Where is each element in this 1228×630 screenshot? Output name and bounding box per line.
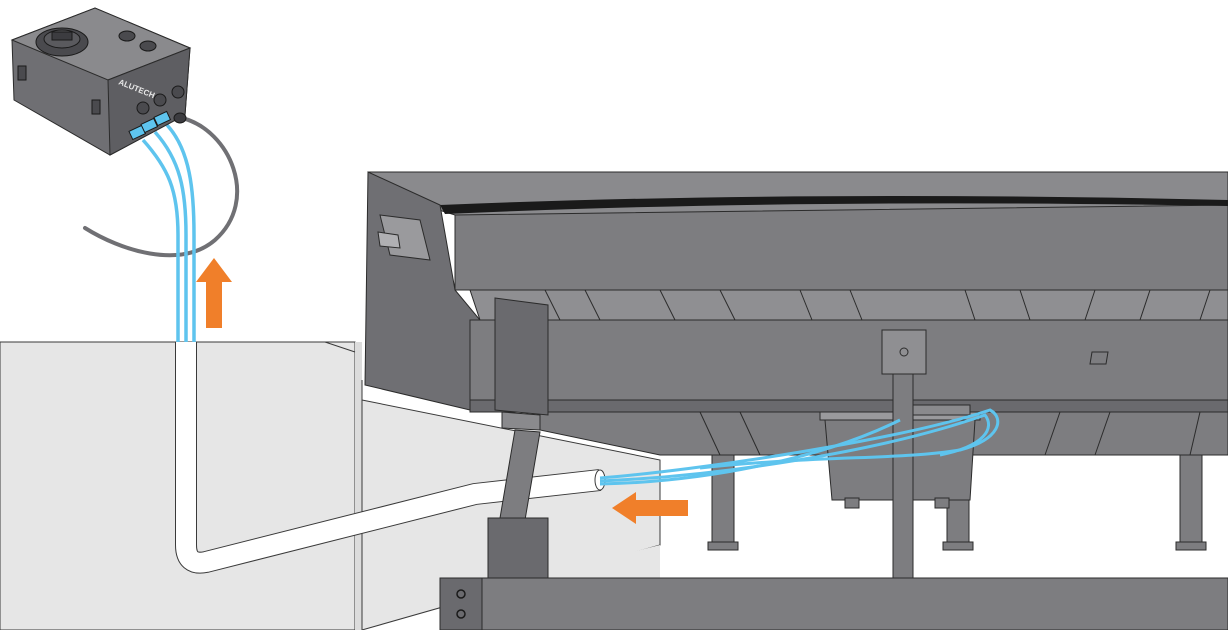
arrow-left-icon	[612, 492, 688, 524]
dock-leveler	[364, 171, 1228, 630]
gray-cable	[83, 116, 240, 258]
arrow-up-icon	[196, 258, 232, 328]
blue-cables-dock	[599, 408, 1000, 486]
control-box: ALUTECH	[10, 7, 192, 156]
blue-cables-box	[141, 123, 196, 342]
